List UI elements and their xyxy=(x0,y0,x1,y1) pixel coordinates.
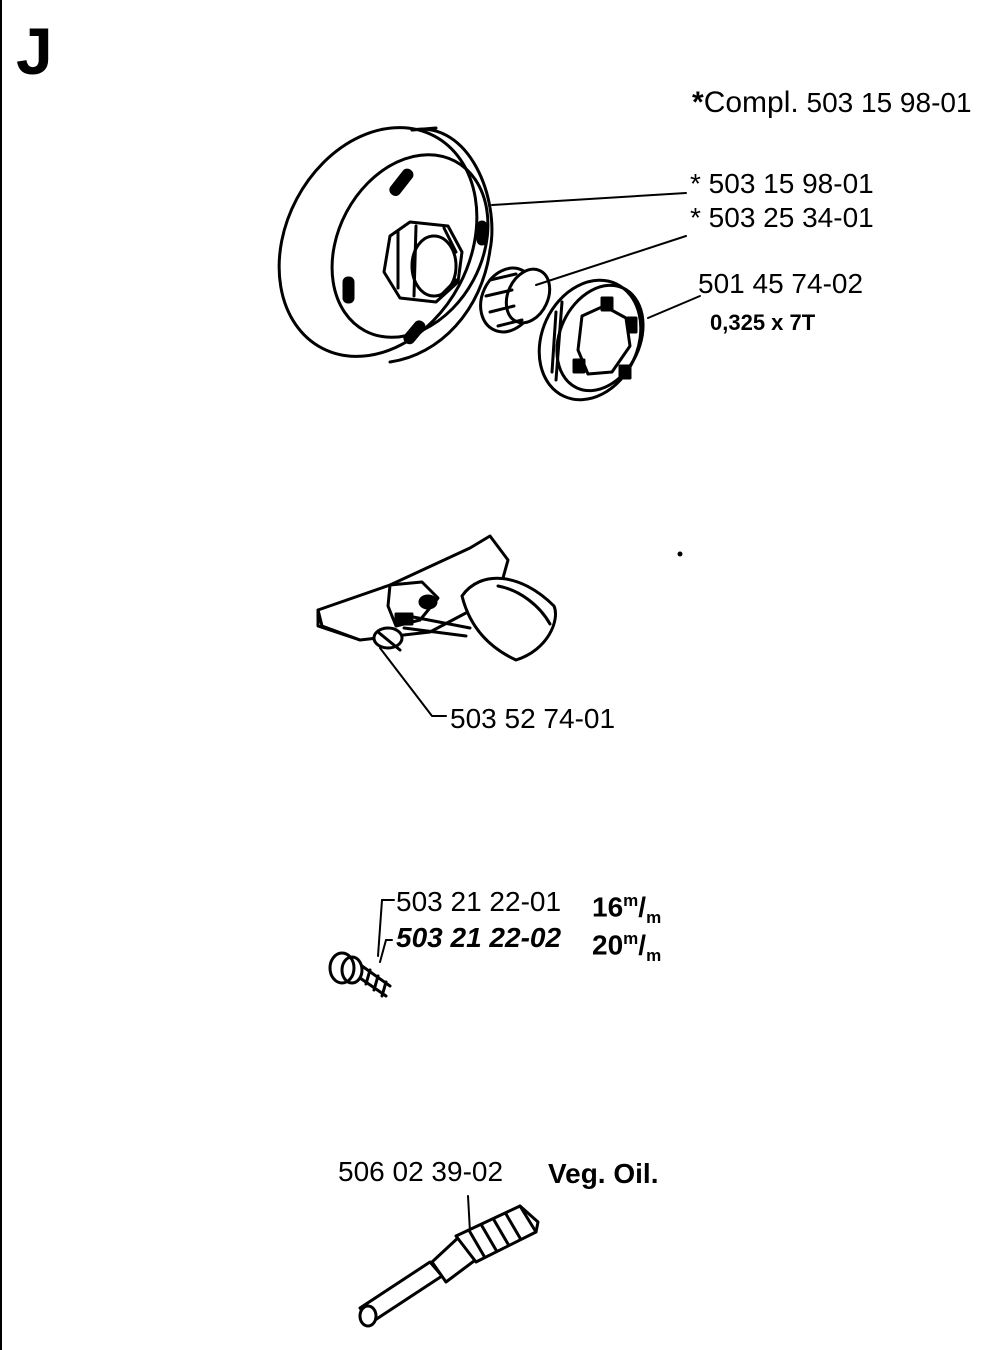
worm-gear-illustration xyxy=(358,1204,540,1328)
clutch-drum-part-label: * 503 15 98-01 xyxy=(690,168,874,199)
screw-leader-lines xyxy=(377,899,395,963)
oil-pump-cover-illustration xyxy=(316,534,557,662)
needle-bearing-part-label: * 503 25 34-01 xyxy=(690,202,874,233)
worm-gear-part-label: 506 02 39-02 xyxy=(338,1156,504,1187)
page-left-border xyxy=(0,0,2,1350)
clutch-drum-illustration xyxy=(277,126,494,364)
screw-16-part-label: 503 21 22-01 xyxy=(396,886,562,917)
pump-leader-line xyxy=(379,647,447,717)
screw-20-size-label: 20m/m xyxy=(592,929,662,965)
worm-leader-line xyxy=(467,1195,471,1233)
screw-illustration xyxy=(328,951,392,998)
complete-kit-label: *Compl. 503 15 98-01 xyxy=(692,86,972,119)
sprocket-illustration xyxy=(537,278,645,402)
screw-20-part-label: 503 21 22-02 xyxy=(396,922,562,953)
veg-oil-note-label: Veg. Oil. xyxy=(548,1158,659,1189)
screw-16-size-label: 16m/m xyxy=(592,891,662,927)
speck xyxy=(677,551,683,557)
sprocket-spec-label: 0,325 x 7T xyxy=(710,310,816,335)
needle-bearing-illustration xyxy=(479,266,552,334)
oil-pump-cover-part-label: 503 52 74-01 xyxy=(450,703,616,734)
sprocket-part-label: 501 45 74-02 xyxy=(698,268,864,299)
clutch-leader-lines xyxy=(491,192,701,319)
section-letter: J xyxy=(16,14,53,88)
